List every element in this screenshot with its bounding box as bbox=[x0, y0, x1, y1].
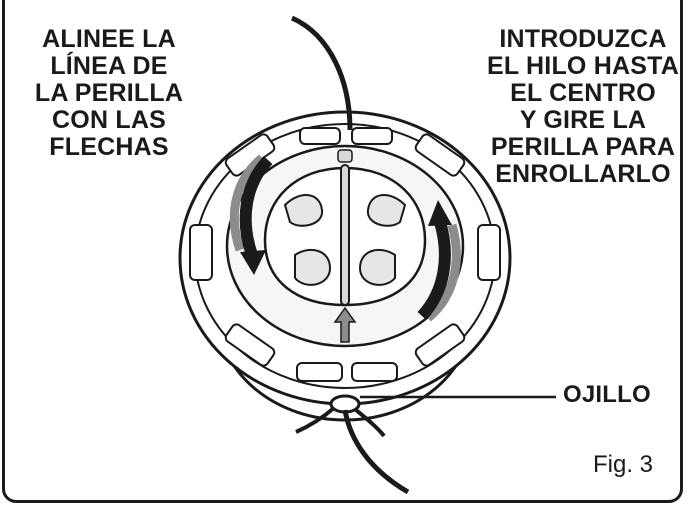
up-arrow-icon bbox=[333, 306, 357, 343]
align-instruction-label: ALINEE LA LÍNEA DE LA PERILLA CON LAS FL… bbox=[34, 26, 184, 161]
rim-slots bbox=[189, 127, 501, 382]
winding-knob bbox=[263, 164, 427, 307]
trimmer-line-top bbox=[290, 15, 353, 131]
knob-alignment-line bbox=[340, 164, 350, 306]
trimmer-line-right-stub bbox=[354, 408, 386, 438]
wind-line-6: ENROLLARLO bbox=[495, 160, 671, 188]
trimmer-line-left-stub bbox=[295, 406, 336, 434]
eyelet-label: OJILLO bbox=[563, 381, 651, 408]
align-line-5: FLECHAS bbox=[49, 133, 169, 161]
align-line-4: CON LAS bbox=[52, 106, 166, 134]
wind-line-1: INTRODUZCA bbox=[499, 25, 667, 53]
wind-line-3: EL CENTRO bbox=[510, 79, 656, 107]
wind-line-4: Y GIRE LA bbox=[519, 106, 647, 134]
curved-arrow-icon bbox=[229, 154, 461, 322]
align-line-1: ALINEE LA bbox=[42, 25, 176, 53]
align-line-3: LA PERILLA bbox=[34, 79, 184, 107]
rim-notch-top bbox=[337, 149, 353, 163]
figure-caption: Fig. 3 bbox=[593, 451, 654, 478]
wind-line-2: EL HILO HASTA bbox=[487, 52, 679, 80]
trimmer-line-bottom bbox=[342, 409, 410, 495]
align-line-2: LÍNEA DE bbox=[50, 52, 168, 80]
wind-line-5: PERILLA PARA bbox=[490, 133, 676, 161]
wind-instruction-label: INTRODUZCA EL HILO HASTA EL CENTRO Y GIR… bbox=[478, 26, 688, 188]
